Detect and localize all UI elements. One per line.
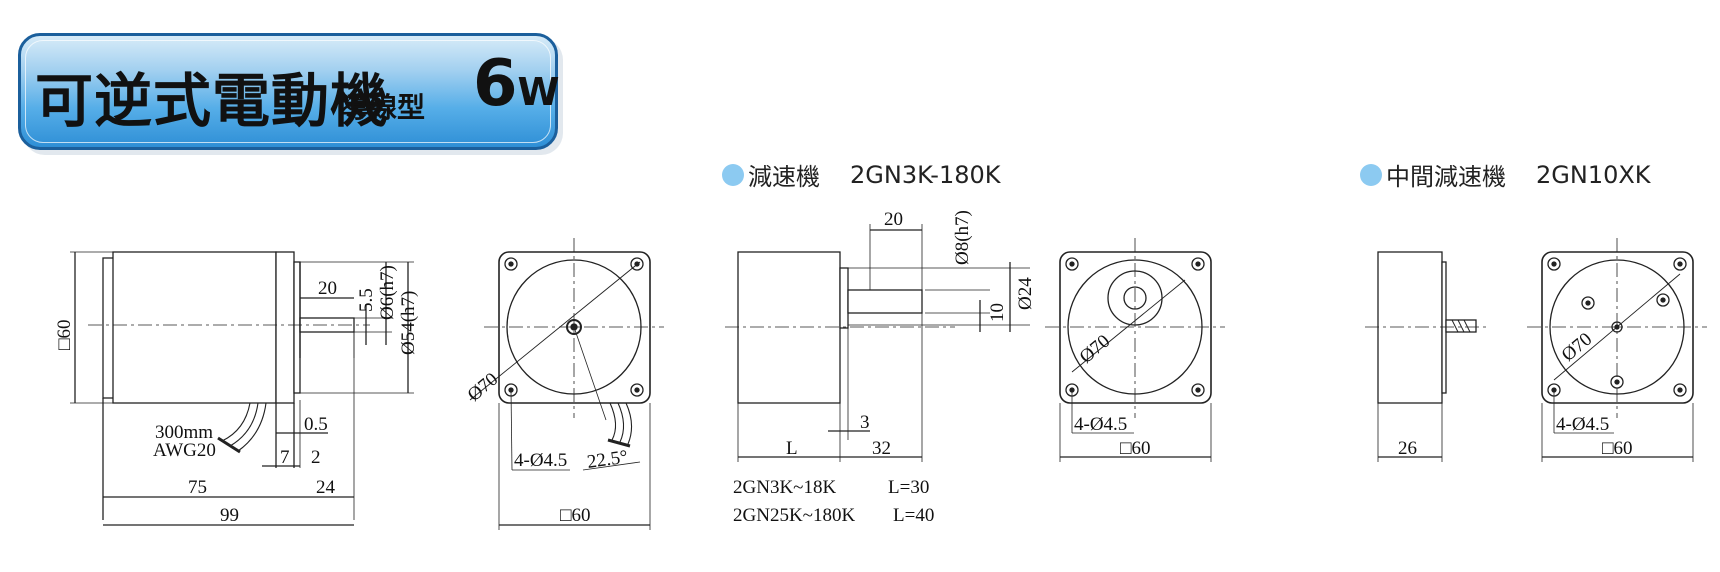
gearhead-title: 減速機 [748, 163, 820, 191]
bullet-icon [1360, 163, 1382, 186]
banner-power: 6W [473, 52, 559, 116]
motor-side-dim-2: 2 [311, 447, 321, 468]
gear-side-dim-3: 3 [860, 412, 870, 433]
gearhead-heading: 減速機 2GN3K-180K [722, 157, 1001, 192]
gear-front-square: □60 [1120, 438, 1150, 459]
gear-side-dim-32: 32 [872, 438, 891, 459]
intermediate-front-view [1527, 238, 1707, 462]
gear-table-model-2: 2GN25K~180K [733, 505, 855, 526]
motor-front-view [469, 238, 664, 530]
bullet-icon [722, 163, 744, 186]
banner-subtitle: 導線型 [341, 91, 426, 124]
intermediate-title: 中間減速機 [1386, 163, 1506, 191]
inter-side-dim-26: 26 [1398, 438, 1417, 459]
title-banner: 可逆式電動機 導線型 6W [18, 33, 559, 150]
inter-front-square: □60 [1602, 438, 1632, 459]
gear-side-dim-10: 10 [987, 303, 1008, 322]
motor-side-dim-99: 99 [220, 505, 239, 526]
motor-lead-length: 300mm [155, 422, 213, 443]
gearhead-model: 2GN3K-180K [850, 160, 1001, 189]
power-number: 6 [473, 47, 518, 121]
motor-side-shaft: Ø6(h7) [377, 265, 398, 320]
gear-table-length-1: L=30 [888, 477, 929, 498]
motor-side-dim-75: 75 [188, 477, 207, 498]
intermediate-heading: 中間減速機 2GN10XK [1360, 157, 1651, 192]
gearhead-side-view [725, 224, 1030, 462]
motor-lead-gauge: AWG20 [153, 440, 216, 461]
motor-side-dim-7: 7 [280, 447, 290, 468]
motor-front-holes: 4-Ø4.5 [514, 450, 567, 471]
gear-table-length-2: L=40 [893, 505, 934, 526]
motor-side-dim-5-5: 5.5 [356, 288, 377, 312]
intermediate-side-view [1365, 251, 1490, 462]
motor-side-dim-24: 24 [316, 477, 336, 498]
motor-side-square: □60 [54, 320, 75, 350]
banner-title: 可逆式電動機 [35, 67, 390, 135]
motor-front-pcd: Ø70 [464, 369, 503, 406]
intermediate-model: 2GN10XK [1536, 160, 1651, 189]
gear-side-dim-20: 20 [884, 209, 903, 230]
motor-front-square: □60 [560, 505, 590, 526]
motor-side-pilot: Ø54(h7) [398, 291, 419, 355]
motor-front-angle: 22.5° [586, 446, 629, 472]
gear-side-boss: Ø24 [1015, 277, 1036, 310]
motor-side-dim-20: 20 [318, 278, 337, 299]
banner-highlight [25, 40, 551, 143]
gear-side-dim-L: L [786, 438, 798, 459]
power-unit: W [517, 70, 560, 114]
motor-side-dim-0-5: 0.5 [304, 414, 328, 435]
gearhead-front-view [1045, 238, 1225, 462]
gear-table-model-1: 2GN3K~18K [733, 477, 836, 498]
gear-front-holes: 4-Ø4.5 [1074, 414, 1127, 435]
inter-front-holes: 4-Ø4.5 [1556, 414, 1609, 435]
gear-side-shaft: Ø8(h7) [952, 210, 973, 265]
motor-side-view [70, 251, 414, 526]
